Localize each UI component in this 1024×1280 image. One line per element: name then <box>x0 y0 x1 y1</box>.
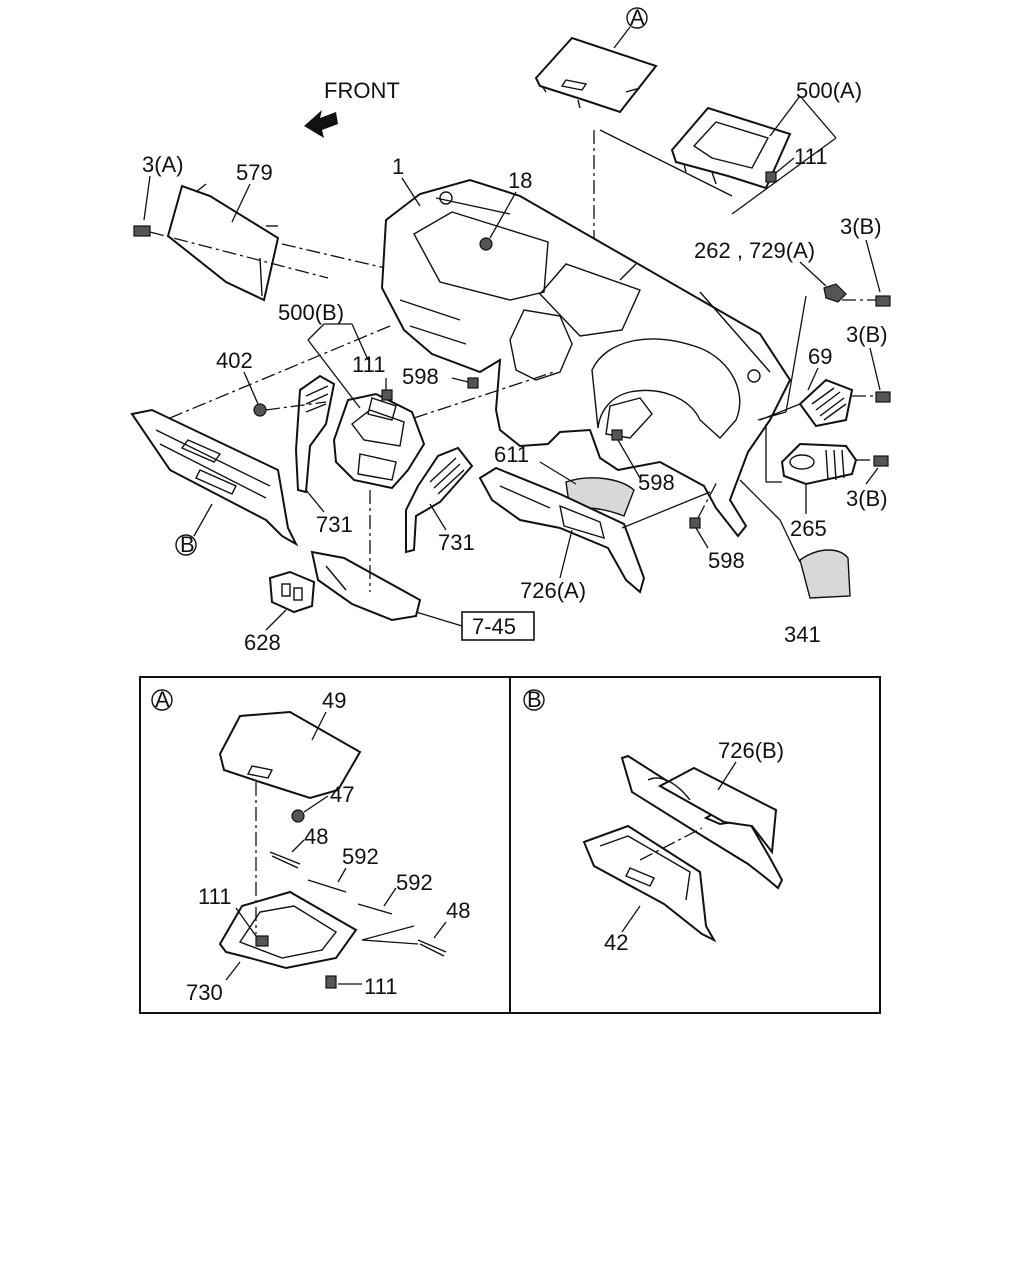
marker-a-circle <box>626 7 648 29</box>
label-48-r: 48 <box>446 898 470 923</box>
label-592-b: 592 <box>396 870 433 895</box>
bracket-lower <box>310 550 422 622</box>
switch-628 <box>268 570 316 614</box>
cupholder-265 <box>780 442 858 486</box>
label-579: 579 <box>236 160 273 185</box>
label-598-a: 598 <box>402 364 439 389</box>
screw-402-icon <box>253 403 267 417</box>
marker-b-circle <box>175 534 197 556</box>
label-18: 18 <box>508 168 532 193</box>
label-42: 42 <box>604 930 628 955</box>
label-3b-2: 3(B) <box>846 322 888 347</box>
label-726b: 726(B) <box>718 738 784 763</box>
label-3b-3: 3(B) <box>846 486 888 511</box>
label-111-a2: 111 <box>364 974 397 999</box>
front-arrow-icon <box>304 110 338 138</box>
detail-panel-b: B 726(B) 42 <box>523 687 784 955</box>
bezel-500b <box>332 392 426 490</box>
panel-b-marker: B <box>527 687 542 712</box>
label-402: 402 <box>216 348 253 373</box>
lid-579 <box>166 183 280 302</box>
ref-box <box>461 611 535 641</box>
marker-b-glovebox: B <box>180 532 195 557</box>
vent-731-right <box>405 446 474 554</box>
label-598-b: 598 <box>638 470 675 495</box>
label-731-r: 731 <box>438 530 475 555</box>
label-47: 47 <box>330 782 354 807</box>
label-111-mid: 111 <box>352 352 385 377</box>
label-341: 341 <box>784 622 821 647</box>
label-48-l: 48 <box>304 824 328 849</box>
label-500a: 500(A) <box>796 78 862 103</box>
cap-341 <box>799 549 851 599</box>
panel-a-marker: A <box>155 687 170 712</box>
label-262-729a: 262 , 729(A) <box>694 238 815 263</box>
label-730: 730 <box>186 980 223 1005</box>
detail-panel-a: A 49 47 48 592 592 48 111 730 111 <box>151 687 470 1005</box>
label-1: 1 <box>392 154 404 179</box>
label-500b: 500(B) <box>278 300 344 325</box>
label-3b-1: 3(B) <box>840 214 882 239</box>
label-111-top: 111 <box>794 144 827 169</box>
label-592-a: 592 <box>342 844 379 869</box>
label-726a: 726(A) <box>520 578 586 603</box>
label-49: 49 <box>322 688 346 713</box>
ref-box-label: 7-45 <box>472 614 516 639</box>
tray-500a <box>670 106 792 190</box>
marker-a-top: A <box>630 5 645 30</box>
label-731-l: 731 <box>316 512 353 537</box>
front-label: FRONT <box>324 78 400 103</box>
vent-69 <box>798 378 854 428</box>
lower-panel-726a <box>478 466 646 594</box>
vent-731-left <box>294 374 336 494</box>
label-111-a1: 111 <box>198 884 231 909</box>
label-265: 265 <box>790 516 827 541</box>
bolt-18-icon <box>479 237 493 251</box>
label-628: 628 <box>244 630 281 655</box>
top-cover-a <box>534 36 658 114</box>
glovebox-b <box>130 408 299 547</box>
label-3a: 3(A) <box>142 152 184 177</box>
label-611: 611 <box>494 442 529 467</box>
front-arrow: FRONT <box>304 78 400 138</box>
label-598-c: 598 <box>708 548 745 573</box>
instrument-panel-1 <box>380 178 792 538</box>
clip-262-icon <box>823 283 847 303</box>
label-69: 69 <box>808 344 832 369</box>
